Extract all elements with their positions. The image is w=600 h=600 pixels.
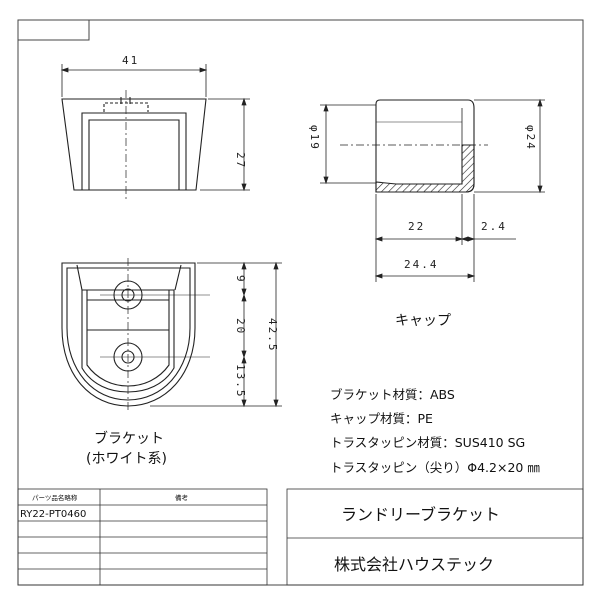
spec-screw-size: トラスタッピン（尖り）Φ4.2×20 ㎜ bbox=[330, 460, 540, 475]
spec-cap-material: キャップ材質：PE bbox=[330, 411, 433, 426]
dim-cap bbox=[320, 98, 545, 282]
dim-bracket-total-label: 42.5 bbox=[266, 318, 279, 353]
dim-bracket-bottom-label: 13.5 bbox=[234, 364, 247, 399]
dim-bracket-width-label: 41 bbox=[122, 54, 139, 67]
cap-view bbox=[340, 99, 488, 193]
spec-bracket-material: ブラケット材質：ABS bbox=[330, 387, 455, 402]
bracket-side-view bbox=[61, 90, 207, 200]
cap-caption: キャップ bbox=[395, 313, 451, 329]
company-name: 株式会社ハウステック bbox=[334, 555, 494, 574]
dim-cap-total-length-label: 24.4 bbox=[404, 258, 439, 271]
dim-bracket-mid-label: 20 bbox=[234, 318, 247, 335]
product-name: ランドリーブラケット bbox=[341, 505, 500, 524]
dim-cap-inner-dia-label: φ19 bbox=[308, 125, 321, 151]
title-block-right bbox=[286, 488, 584, 586]
dim-cap-length-label: 22 bbox=[408, 220, 425, 233]
dim-bracket-top-label: 9 bbox=[234, 275, 247, 284]
dim-bracket-front bbox=[150, 261, 282, 408]
dim-cap-outer-dia-label: φ24 bbox=[524, 125, 537, 151]
spec-screw-material: トラスタッピン材質：SUS410 SG bbox=[330, 435, 526, 450]
dim-bracket-height bbox=[200, 97, 250, 192]
title-block-left bbox=[17, 488, 268, 586]
dim-bracket-height-label: 27 bbox=[234, 152, 247, 169]
bracket-caption-line2: (ホワイト系) bbox=[86, 451, 167, 467]
corner-box bbox=[18, 20, 90, 41]
col-part-label: パーツ品名略称 bbox=[32, 493, 78, 502]
part-code: RY22-PT0460 bbox=[20, 509, 86, 520]
dim-cap-thickness-label: 2.4 bbox=[481, 220, 507, 233]
bracket-caption-line1: ブラケット bbox=[94, 430, 164, 447]
drawing-frame bbox=[17, 19, 584, 586]
dim-bracket-width bbox=[60, 64, 208, 97]
bracket-front-view bbox=[61, 258, 210, 412]
col-note-label: 備考 bbox=[175, 493, 189, 502]
